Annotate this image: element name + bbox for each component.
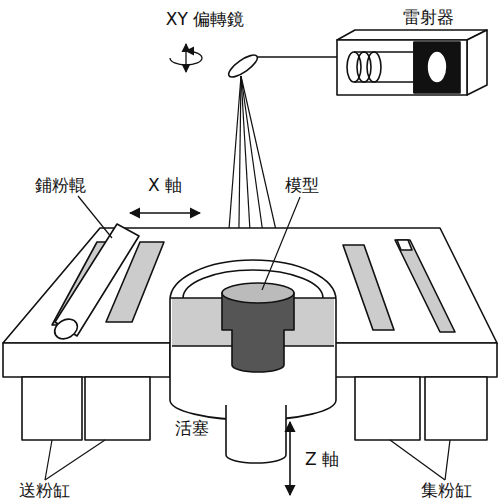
piston <box>226 405 286 463</box>
axis-label: X 軸 <box>148 174 182 197</box>
tank-label: 集粉缸 <box>421 479 472 501</box>
x-axis-arrow <box>130 212 200 214</box>
laser-unit <box>337 30 487 95</box>
xy-mirror <box>226 51 261 80</box>
laser-label: 雷射器 <box>403 6 454 29</box>
roller-label: 鋪粉輥 <box>35 174 86 197</box>
model-part <box>222 283 294 372</box>
z-axis-arrow <box>289 422 291 495</box>
axis-label: Z 軸 <box>305 448 339 471</box>
powder-roller <box>51 224 139 343</box>
model-label: 模型 <box>285 174 319 197</box>
mirror-label: XY 偏轉鏡 <box>166 8 244 31</box>
rotation-symbol <box>170 44 202 72</box>
tank-label: 送粉缸 <box>19 479 70 501</box>
leader-lines <box>45 196 450 480</box>
piston-label: 活塞 <box>175 417 209 440</box>
build-chamber <box>170 260 336 420</box>
laser-beam <box>256 56 337 58</box>
